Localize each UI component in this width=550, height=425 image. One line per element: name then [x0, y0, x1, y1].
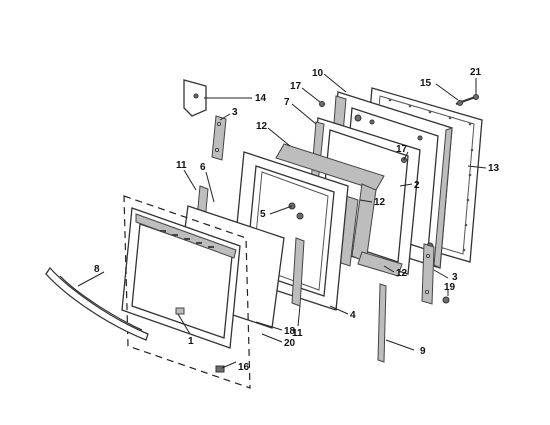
door-assembly-dashed-outline [123, 195, 251, 389]
part-top-screw-set [455, 94, 479, 106]
callout-9: 9 [420, 346, 426, 357]
callout-19: 19 [444, 282, 456, 293]
part-bottom-screw [215, 365, 225, 373]
callout-18: 18 [284, 326, 296, 337]
callout-17: 17 [290, 81, 302, 92]
callout-15: 15 [420, 78, 432, 89]
callout-12: 12 [374, 197, 386, 208]
callout-8: 8 [94, 264, 100, 275]
callout-17: 17 [396, 144, 408, 155]
part-door-gasket-strip [377, 283, 387, 363]
part-screws [288, 202, 304, 220]
callout-14: 14 [255, 93, 267, 104]
part-hinge-screw [442, 296, 450, 304]
callout-numbers: 21 15 10 17 14 7 3 12 17 13 11 6 2 5 12 … [94, 67, 500, 373]
callout-3: 3 [452, 272, 458, 283]
callout-10: 10 [312, 68, 324, 79]
leader-lines [77, 73, 487, 369]
callout-12: 12 [396, 268, 408, 279]
callout-21: 21 [470, 67, 482, 78]
callout-20: 20 [284, 338, 296, 349]
callout-7: 7 [284, 97, 290, 108]
part-hinge-upper [211, 115, 227, 161]
part-outer-door-panel [121, 207, 241, 349]
callout-13: 13 [488, 163, 500, 174]
callout-4: 4 [350, 310, 356, 321]
callout-16: 16 [238, 362, 250, 373]
callout-11: 11 [292, 328, 303, 339]
callout-12: 12 [256, 121, 268, 132]
part-hinge-lower [421, 243, 435, 305]
callout-2: 2 [414, 180, 420, 191]
callout-3: 3 [232, 107, 238, 118]
callout-11: 11 [176, 160, 187, 171]
part-door-handle [45, 266, 149, 341]
callout-5: 5 [260, 209, 266, 220]
callout-6: 6 [200, 162, 206, 173]
callout-1: 1 [188, 336, 194, 347]
part-hinge-cover [183, 79, 207, 117]
